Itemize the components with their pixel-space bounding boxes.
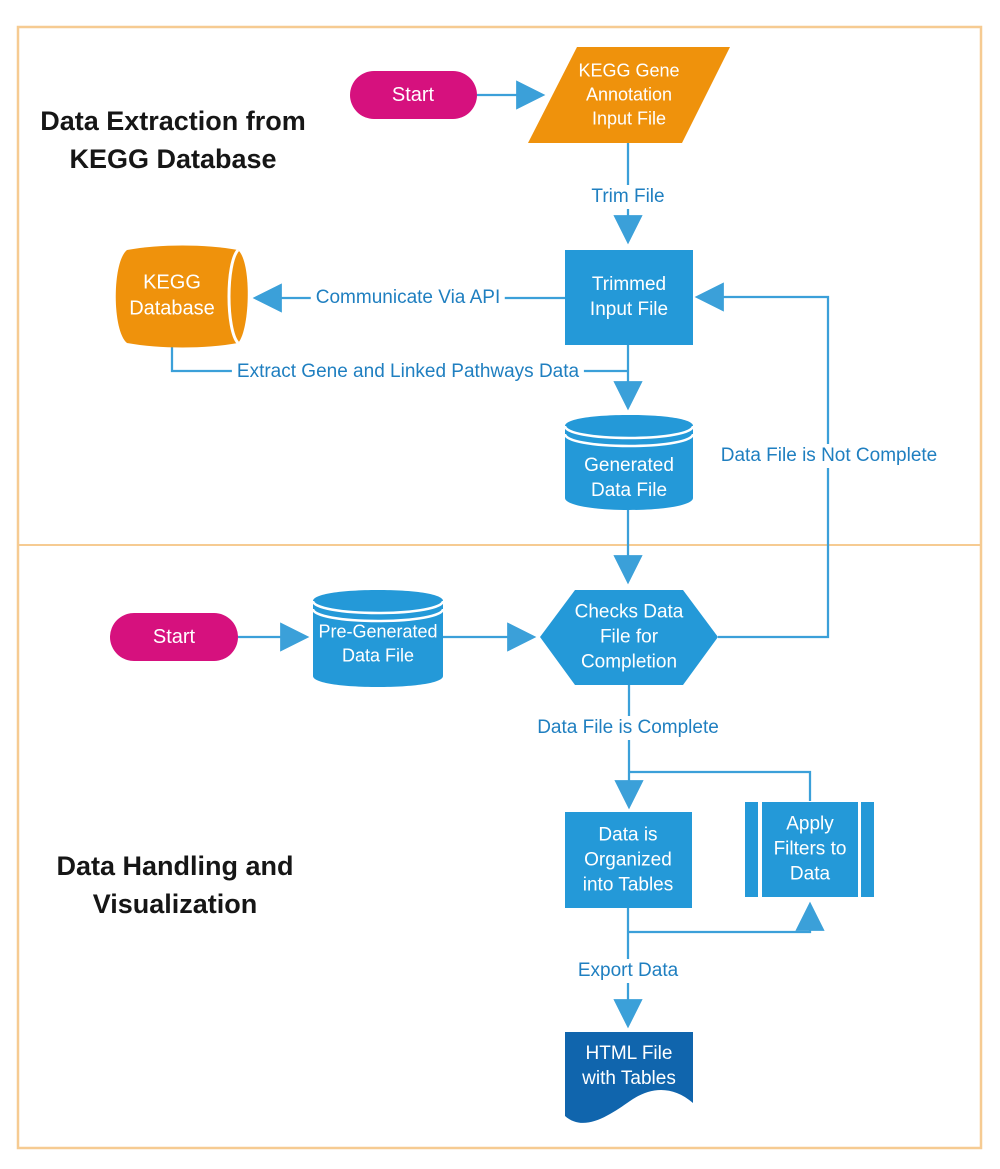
kegg-input-file-node (528, 47, 730, 143)
pre-generated-data-file-node (313, 590, 443, 687)
start-node-bottom (110, 613, 238, 661)
start-node-top (350, 71, 477, 119)
communicate-api-label: Communicate Via API (310, 286, 506, 310)
export-data-label: Export Data (572, 959, 684, 983)
section2-title: Data Handling and Visualization (56, 851, 294, 919)
edge-organized-to-apply-bottom (628, 901, 825, 934)
edge-branch-to-apply-top (629, 770, 812, 801)
trim-file-label: Trim File (586, 185, 670, 209)
html-file-node (565, 1032, 693, 1123)
complete-label: Data File is Complete (532, 716, 724, 740)
generated-data-file-rim2 (563, 433, 695, 448)
kegg-database-cap-line (227, 248, 240, 345)
not-complete-label: Data File is Not Complete (715, 444, 943, 468)
outer-border (16, 25, 983, 1150)
kegg-database-node (115, 245, 248, 348)
apply-filters-node (745, 802, 874, 897)
pre-generated-data-file-rim1 (311, 600, 445, 615)
checks-data-file-node (540, 590, 718, 685)
section1-title: Data Extraction from KEGG Database (40, 106, 306, 174)
generated-data-file-rim1 (563, 425, 695, 440)
data-organized-node (565, 812, 692, 908)
generated-data-file-node (565, 415, 693, 510)
pre-generated-data-file-rim2 (311, 608, 445, 623)
trimmed-input-file-node (565, 250, 693, 345)
extract-gene-label: Extract Gene and Linked Pathways Data (231, 360, 585, 384)
